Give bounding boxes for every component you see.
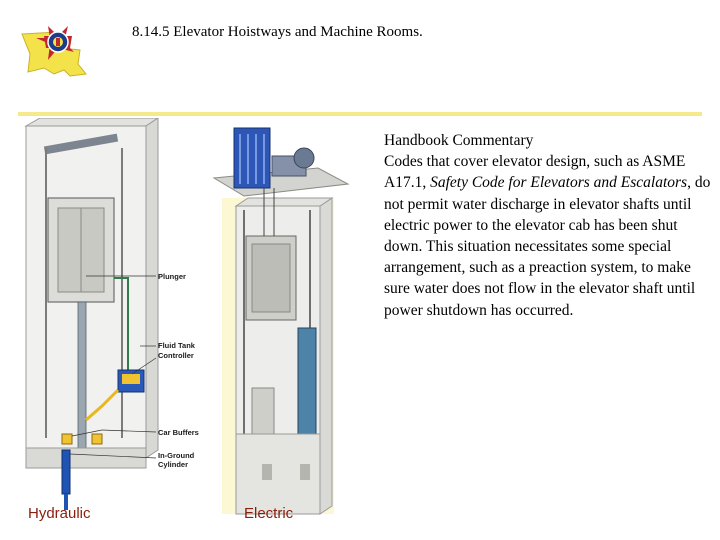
caption-hydraulic: Hydraulic bbox=[28, 505, 91, 522]
louisiana-fire-logo bbox=[21, 26, 87, 77]
label-controller: Controller bbox=[158, 351, 194, 360]
label-car-buffers: Car Buffers bbox=[158, 428, 199, 437]
commentary-text-2: , do not permit water discharge in eleva… bbox=[384, 174, 711, 319]
elevator-diagram bbox=[24, 118, 350, 515]
label-cylinder: Cylinder bbox=[158, 460, 189, 469]
commentary-heading: Handbook Commentary bbox=[384, 132, 534, 149]
handbook-commentary: Handbook Commentary Codes that cover ele… bbox=[384, 130, 714, 321]
label-fluid-tank: Fluid Tank bbox=[158, 341, 195, 350]
commentary-body: Codes that cover elevator design, such a… bbox=[384, 151, 714, 321]
slide-title: 8.14.5 Elevator Hoistways and Machine Ro… bbox=[132, 24, 423, 40]
hydraulic-shaft bbox=[24, 118, 159, 510]
commentary-text-1: Codes that cover elevator design, such a… bbox=[384, 153, 686, 192]
divider bbox=[18, 112, 702, 116]
commentary-citation: Safety Code for Elevators and Escalators bbox=[430, 174, 688, 192]
label-plunger: Plunger bbox=[158, 272, 186, 281]
label-in-ground: In-Ground bbox=[158, 451, 195, 460]
electric-shaft bbox=[212, 127, 350, 515]
caption-electric: Electric bbox=[244, 505, 294, 522]
